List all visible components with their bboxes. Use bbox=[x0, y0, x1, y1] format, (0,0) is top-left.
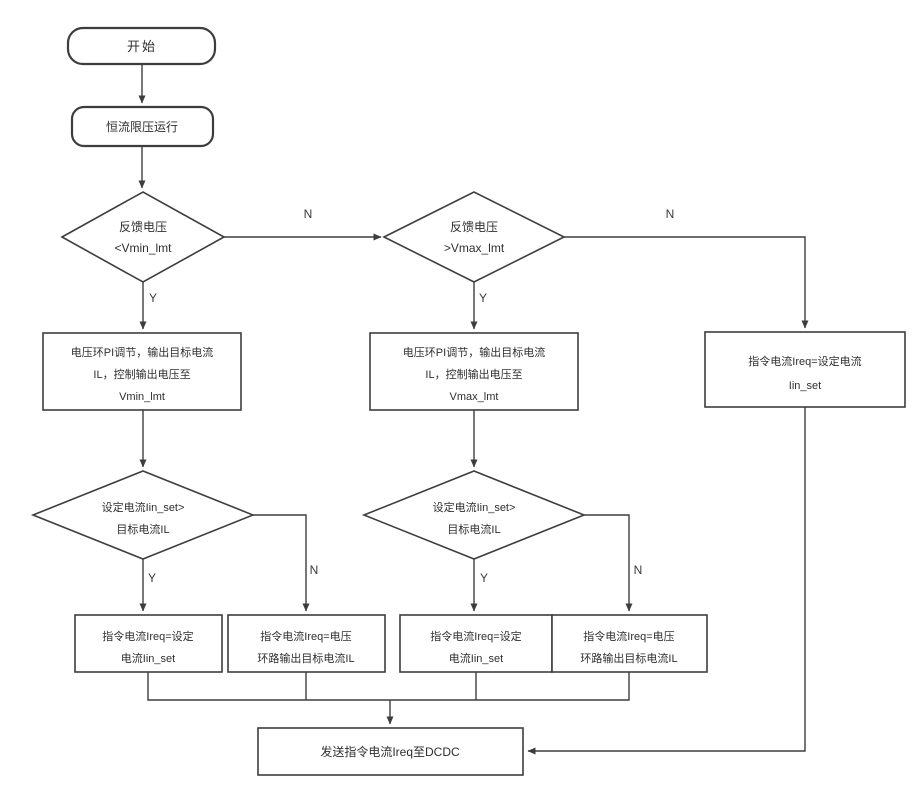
subcheck-left-line1: 设定电流Iin_set> bbox=[102, 500, 185, 514]
branch-label-n4: N bbox=[634, 563, 643, 577]
node-subcheck-left: 设定电流Iin_set> 目标电流IL bbox=[30, 470, 256, 560]
branch-label-y3: Y bbox=[148, 571, 156, 585]
branch-label-y2: Y bbox=[479, 291, 487, 305]
node-vloop-max: 电压环PI调节，输出目标电流 IL，控制输出电压至 Vmax_lmt bbox=[369, 332, 579, 411]
vloop-min-line2: IL，控制输出电压至 bbox=[93, 367, 190, 381]
cmd-target-d-line2: 环路输出目标电流IL bbox=[580, 651, 677, 665]
start-terminator-shape bbox=[66, 26, 217, 66]
start-label: 开始 bbox=[127, 39, 157, 54]
node-mode: 恒流限压运行 bbox=[70, 105, 215, 148]
subcheck-left-line2: 目标电流IL bbox=[116, 522, 169, 536]
branch-label-n3: N bbox=[310, 563, 319, 577]
node-subcheck-mid: 设定电流Iin_set> 目标电流IL bbox=[361, 470, 587, 560]
subcheck-mid-diamond-shape bbox=[361, 470, 587, 560]
connector-cmd-set-right-to-send bbox=[527, 407, 806, 755]
node-cmd-set-c: 指令电流Ireq=设定 电流Iin_set bbox=[399, 614, 553, 673]
mode-label: 恒流限压运行 bbox=[106, 120, 178, 134]
cmd-target-b-line2: 环路输出目标电流IL bbox=[257, 651, 354, 665]
check-vmin-diamond-shape bbox=[60, 191, 226, 283]
cmd-set-right-line1: 指令电流Ireq=设定电流 bbox=[748, 354, 861, 368]
subcheck-mid-line2: 目标电流IL bbox=[447, 522, 500, 536]
cmd-target-d-box-shape bbox=[551, 614, 708, 673]
vloop-max-line1: 电压环PI调节，输出目标电流 bbox=[403, 345, 545, 359]
node-cmd-target-b: 指令电流Ireq=电压 环路输出目标电流IL bbox=[227, 614, 386, 673]
mode-terminator-shape bbox=[70, 105, 215, 148]
cmd-set-c-line1: 指令电流Ireq=设定 bbox=[430, 629, 521, 643]
connector-bottom-bus bbox=[147, 672, 630, 701]
cmd-set-c-line2: 电流Iin_set bbox=[449, 651, 503, 665]
connectors bbox=[138, 64, 809, 755]
check-vmax-line2: >Vmax_lmt bbox=[444, 241, 505, 255]
node-cmd-set-right: 指令电流Ireq=设定电流 Iin_set bbox=[704, 331, 906, 408]
check-vmax-line1: 反馈电压 bbox=[450, 220, 498, 234]
vloop-min-box-shape bbox=[42, 332, 242, 411]
branch-label-n1: N bbox=[304, 207, 313, 221]
cmd-target-b-line1: 指令电流Ireq=电压 bbox=[260, 629, 351, 643]
vloop-max-line2: IL，控制输出电压至 bbox=[425, 367, 522, 381]
node-check-vmax: 反馈电压 >Vmax_lmt bbox=[382, 191, 566, 283]
send-label: 发送指令电流Ireq至DCDC bbox=[320, 744, 460, 759]
vloop-max-box-shape bbox=[369, 332, 579, 411]
connector-n-subcheck-left-to-cmd-target-b bbox=[253, 514, 310, 612]
vloop-min-line3: Vmin_lmt bbox=[119, 391, 165, 403]
vloop-max-line3: Vmax_lmt bbox=[450, 391, 499, 403]
vloop-min-line1: 电压环PI调节，输出目标电流 bbox=[71, 345, 213, 359]
cmd-set-a-box-shape bbox=[74, 614, 223, 673]
check-vmin-line2: <Vmin_lmt bbox=[114, 241, 172, 255]
node-cmd-set-a: 指令电流Ireq=设定 电流Iin_set bbox=[74, 614, 223, 673]
branch-label-y1: Y bbox=[149, 291, 157, 305]
node-start: 开始 bbox=[66, 26, 217, 66]
check-vmin-line1: 反馈电压 bbox=[119, 220, 167, 234]
branch-label-y4: Y bbox=[480, 571, 488, 585]
check-vmax-diamond-shape bbox=[382, 191, 566, 283]
node-send: 发送指令电流Ireq至DCDC bbox=[257, 727, 524, 776]
node-check-vmin: 反馈电压 <Vmin_lmt bbox=[60, 191, 226, 283]
cmd-target-d-line1: 指令电流Ireq=电压 bbox=[583, 629, 674, 643]
cmd-set-c-box-shape bbox=[399, 614, 553, 673]
send-box-shape bbox=[257, 727, 524, 776]
node-cmd-target-d: 指令电流Ireq=电压 环路输出目标电流IL bbox=[551, 614, 708, 673]
cmd-target-b-box-shape bbox=[227, 614, 386, 673]
cmd-set-a-line2: 电流Iin_set bbox=[121, 651, 175, 665]
subcheck-mid-line1: 设定电流Iin_set> bbox=[433, 500, 516, 514]
connector-n-check-vmax-to-cmd-set-right bbox=[564, 236, 809, 329]
cmd-set-right-line2: Iin_set bbox=[789, 380, 821, 392]
connector-n-subcheck-mid-to-cmd-target-d bbox=[584, 514, 633, 612]
branch-labels: N N Y Y Y N Y N bbox=[148, 207, 674, 585]
cmd-set-right-box-shape bbox=[704, 331, 906, 408]
cmd-set-a-line1: 指令电流Ireq=设定 bbox=[102, 629, 193, 643]
branch-label-n2: N bbox=[666, 207, 675, 221]
node-vloop-min: 电压环PI调节，输出目标电流 IL，控制输出电压至 Vmin_lmt bbox=[42, 332, 242, 411]
subcheck-left-diamond-shape bbox=[30, 470, 256, 560]
